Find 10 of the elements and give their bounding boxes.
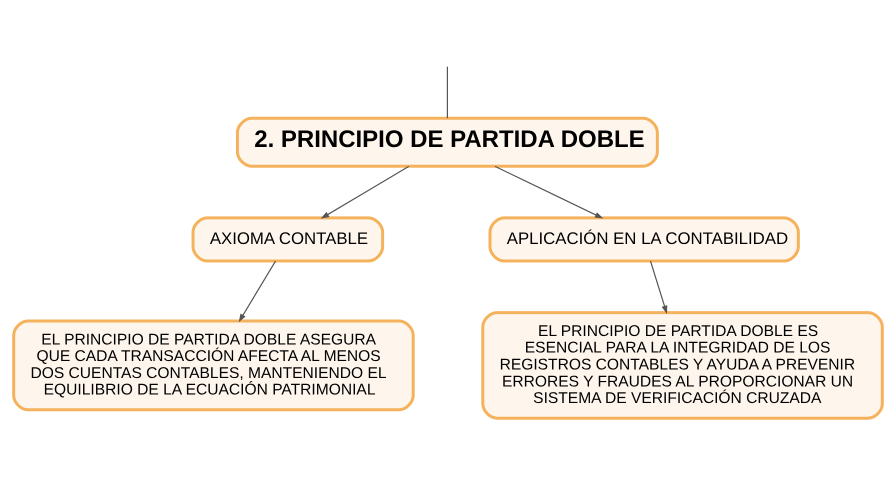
node-box: APLICACIÓN EN LA CONTABILIDAD <box>488 216 800 262</box>
node-box: EL PRINCIPIO DE PARTIDA DOBLE ES ESENCIAL PARA LA INTEGRIDAD DE LOS REGISTROS CONTABLES Y AYUDA A PREVENIR ERRORES Y FRAUDES AL PROPORCIONAR UN SISTEMA DE VERIFICACIÓN CRUZADA <box>481 310 884 420</box>
node-box: EL PRINCIPIO DE PARTIDA DOBLE ASEGURA QUE CADA TRANSACCIÓN AFECTA AL MENOS DOS CUENTAS CONTABLES, MANTENIENDO EL EQUILIBRIO DE LA ECUACIÓN PATRIMONIAL <box>12 319 415 411</box>
arrow <box>650 260 668 314</box>
arrow <box>238 260 276 322</box>
node-box: AXIOMA CONTABLE <box>192 216 384 262</box>
connector <box>446 66 448 118</box>
arrow <box>494 165 604 218</box>
arrow <box>320 165 410 218</box>
node-box: 2. PRINCIPIO DE PARTIDA DOBLE <box>236 116 659 168</box>
